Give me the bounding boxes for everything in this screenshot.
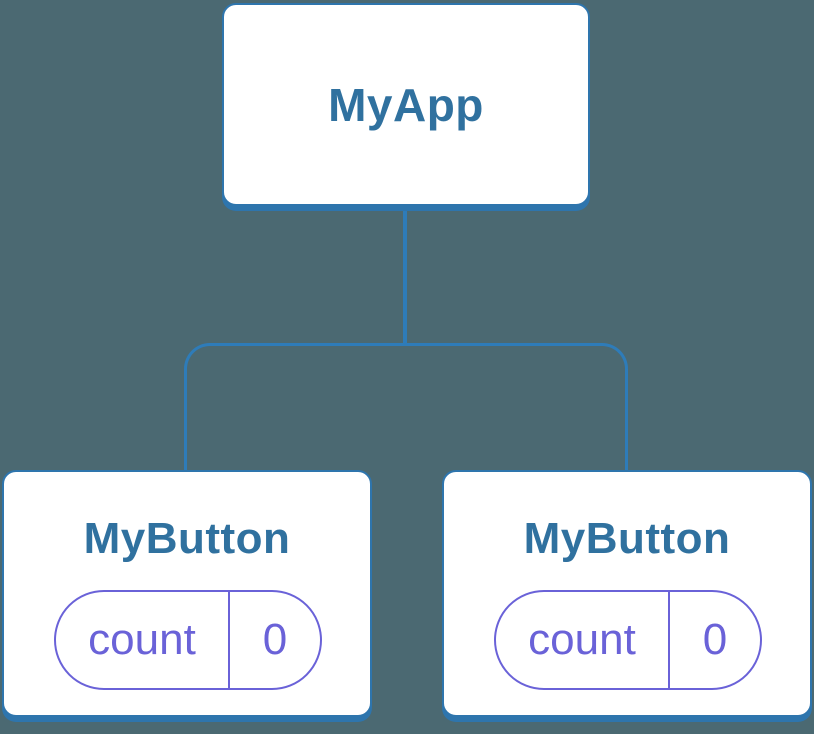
- state-key: count: [496, 592, 670, 688]
- component-node-child-1: MyButton count 0: [2, 470, 372, 717]
- state-key: count: [56, 592, 230, 688]
- component-node-child-2: MyButton count 0: [442, 470, 812, 717]
- state-value: 0: [262, 615, 288, 664]
- connector-root-stem: [403, 208, 407, 346]
- component-label-root: MyApp: [328, 78, 484, 131]
- component-label-child-1: MyButton: [83, 514, 291, 563]
- connector-branch-bracket: [184, 343, 628, 470]
- state-pill: count 0: [54, 590, 322, 690]
- component-node-root: MyApp: [222, 3, 590, 206]
- component-label-child-2: MyButton: [523, 514, 731, 563]
- state-value: 0: [702, 615, 728, 664]
- state-pill: count 0: [494, 590, 762, 690]
